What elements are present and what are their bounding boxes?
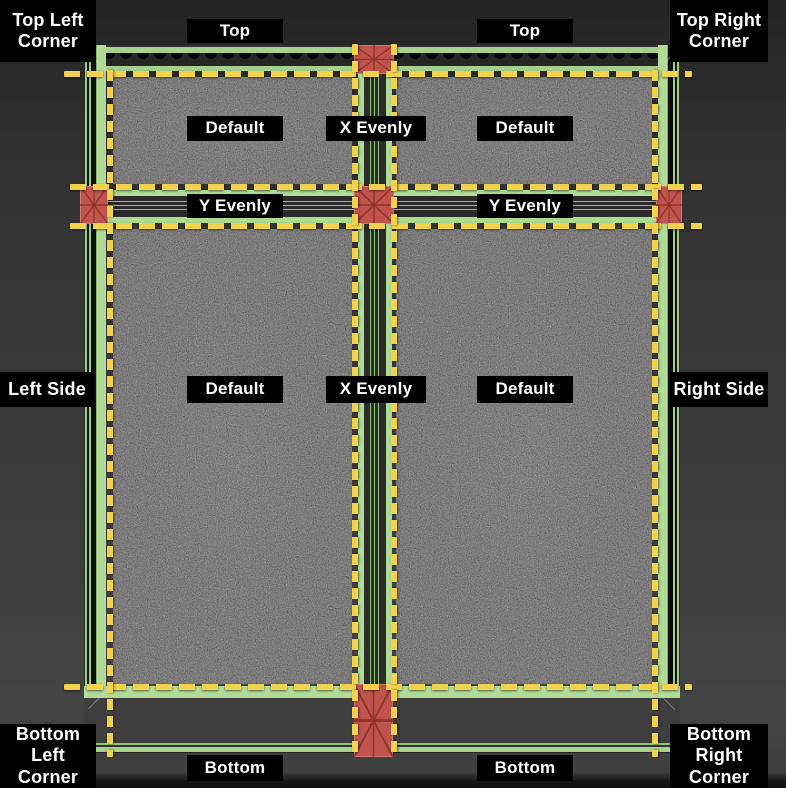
label-top-2: Top	[477, 19, 573, 43]
slice-guide-top[interactable]	[64, 71, 692, 77]
panel-main-right	[396, 229, 652, 684]
label-left-side: Left Side	[0, 372, 94, 407]
scale-handle-bottom[interactable]	[354, 684, 393, 757]
window-border-left	[84, 45, 106, 690]
label-y-evenly-left: Y Evenly	[187, 194, 283, 218]
slice-guide-middle-lower[interactable]	[70, 223, 702, 229]
slice-guide-bottom[interactable]	[64, 684, 692, 690]
slice-guide-left[interactable]	[107, 70, 113, 757]
label-default-top-left: Default	[187, 116, 283, 141]
scale-handle-right[interactable]	[656, 186, 682, 224]
slice-guide-middle-upper[interactable]	[70, 184, 702, 190]
label-default-mid-left: Default	[187, 376, 283, 403]
label-right-side: Right Side	[670, 372, 768, 407]
label-bottom-1: Bottom	[187, 755, 283, 781]
slice-guide-right[interactable]	[652, 70, 658, 757]
label-top-right-corner: Top Right Corner	[670, 0, 768, 62]
label-top-1: Top	[187, 19, 283, 43]
scale-handle-top[interactable]	[354, 45, 394, 74]
scale-handle-center[interactable]	[354, 186, 394, 224]
label-y-evenly-right: Y Evenly	[477, 194, 573, 218]
scale-handle-left[interactable]	[80, 186, 108, 224]
handle-ray-pattern	[354, 684, 393, 757]
label-x-evenly-mid: X Evenly	[326, 376, 426, 403]
label-default-top-right: Default	[477, 116, 573, 141]
handle-ray-pattern	[354, 45, 394, 74]
noise-texture	[113, 229, 352, 684]
label-bottom-2: Bottom	[477, 755, 573, 781]
label-top-left-corner: Top Left Corner	[0, 0, 96, 62]
handle-ray-pattern	[656, 186, 682, 224]
handle-ray-pattern	[80, 186, 108, 224]
handle-ray-pattern	[354, 186, 394, 224]
noise-texture	[396, 229, 652, 684]
label-bottom-right-corner: Bottom Right Corner	[670, 724, 768, 788]
window-border-right	[658, 45, 680, 690]
label-x-evenly-top: X Evenly	[326, 116, 426, 141]
panel-main-left	[113, 229, 352, 684]
label-bottom-left-corner: Bottom Left Corner	[0, 724, 96, 788]
label-default-mid-right: Default	[477, 376, 573, 403]
